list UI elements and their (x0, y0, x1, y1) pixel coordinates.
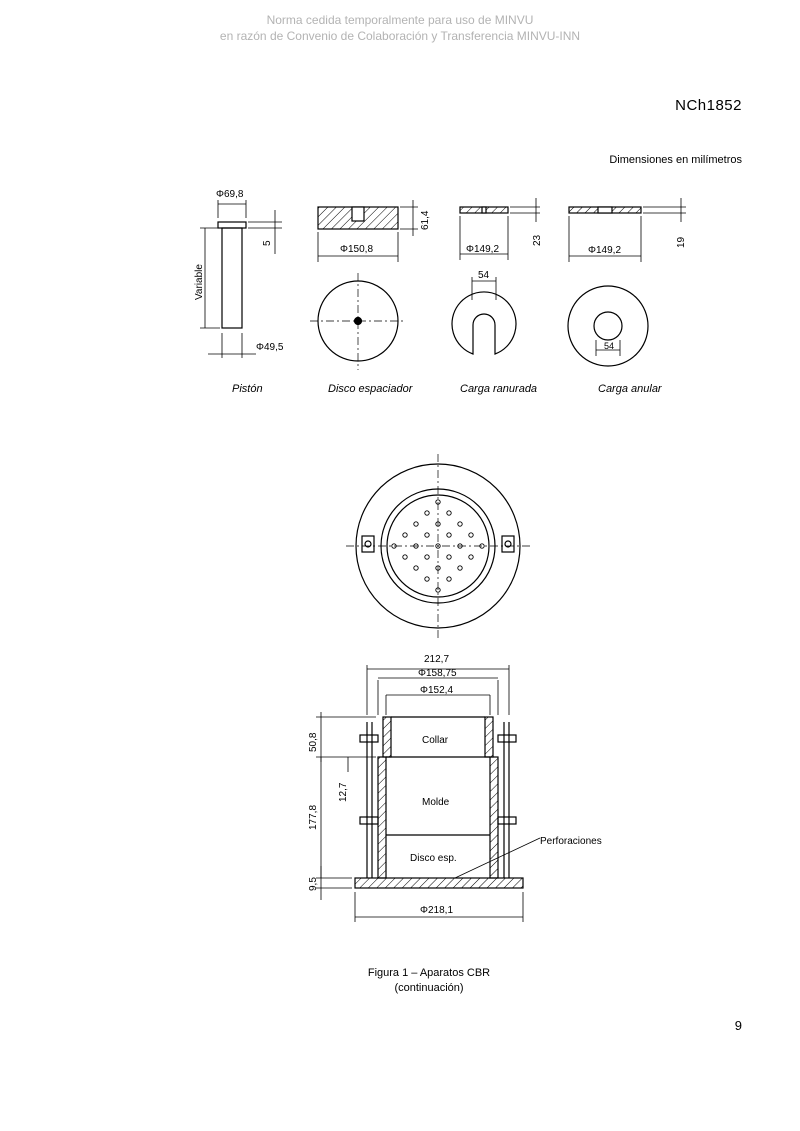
mold-label-disco: Disco esp. (410, 853, 457, 864)
perforation-hole (435, 543, 441, 549)
mold-dim-12: 12,7 (338, 782, 349, 802)
perforation-hole (446, 554, 452, 560)
perforation-hole (391, 543, 397, 549)
perforation-hole (435, 587, 441, 593)
perforation-hole (457, 543, 463, 549)
mold-dim-collar: 50,8 (308, 732, 319, 752)
perforation-hole (413, 521, 419, 527)
mold-label-perforaciones: Perforaciones (540, 836, 602, 847)
mold-section (316, 665, 541, 922)
anular-dim-diameter: Φ149,2 (588, 245, 621, 256)
perforation-hole (413, 565, 419, 571)
caption-ranurada: Carga ranurada (460, 383, 538, 395)
perforation-hole (435, 499, 441, 505)
perforation-hole (424, 576, 430, 582)
figure-subtitle: (continuación) (394, 982, 464, 994)
mold-dim-base-diameter: Φ218,1 (420, 905, 453, 916)
perforation-hole (446, 576, 452, 582)
perforation-hole (457, 521, 463, 527)
caption-piston: Pistón (232, 383, 263, 395)
mold-label-collar: Collar (422, 735, 449, 746)
mold-label-molde: Molde (422, 797, 450, 808)
watermark-line-1: Norma cedida temporalmente para uso de M… (266, 13, 534, 27)
mold-dim-outer: 212,7 (424, 654, 449, 665)
perforation-hole (468, 554, 474, 560)
disco-dim-height: 61,4 (420, 210, 431, 230)
perforation-hole (402, 532, 408, 538)
perforation-hole (479, 543, 485, 549)
ranurada-drawing (451, 198, 540, 355)
mold-dim-molde: 177,8 (308, 805, 319, 830)
perforation-hole (424, 532, 430, 538)
mold-dim-base: 9,5 (308, 877, 319, 891)
perforation-hole (424, 554, 430, 560)
caption-anular: Carga anular (598, 383, 662, 395)
figure-caption: Figura 1 – Aparatos CBR (continuación) (0, 966, 800, 996)
perforation-hole (402, 554, 408, 560)
figure-title: Figura 1 – Aparatos CBR (367, 967, 491, 979)
disco-dim-diameter: Φ150,8 (340, 244, 373, 255)
perforation-hole (457, 565, 463, 571)
ranurada-dim-height: 23 (532, 234, 543, 246)
perforation-hole (468, 532, 474, 538)
piston-dim-bottom: Φ49,5 (256, 342, 284, 353)
ranurada-dim-slot: 54 (478, 270, 490, 281)
perforation-hole (446, 510, 452, 516)
anular-dim-height: 19 (676, 236, 687, 248)
disco-drawing (310, 200, 418, 370)
piston-drawing (200, 200, 282, 358)
anular-drawing (567, 198, 686, 367)
perforation-hole (435, 521, 441, 527)
mold-dim-d2: Φ152,4 (420, 685, 453, 696)
units-note: Dimensiones en milímetros (609, 154, 742, 166)
piston-dim-length: Variable (194, 264, 205, 300)
mold-top-view (346, 454, 530, 638)
perforation-hole (424, 510, 430, 516)
mold-dim-d1: Φ158,75 (418, 668, 457, 679)
perforation-hole (413, 543, 419, 549)
watermark-line-2: en razón de Convenio de Colaboración y T… (219, 29, 581, 43)
page-number: 9 (734, 1018, 742, 1033)
ranurada-dim-diameter: Φ149,2 (466, 244, 499, 255)
caption-disco: Disco espaciador (328, 383, 413, 395)
anular-dim-hole: 54 (604, 341, 614, 351)
perforation-holes (391, 499, 485, 593)
document-code: NCh1852 (675, 97, 742, 114)
perforation-hole (446, 532, 452, 538)
perforation-hole (435, 565, 441, 571)
piston-dim-top: Φ69,8 (216, 189, 244, 200)
piston-dim-side: 5 (262, 240, 273, 246)
